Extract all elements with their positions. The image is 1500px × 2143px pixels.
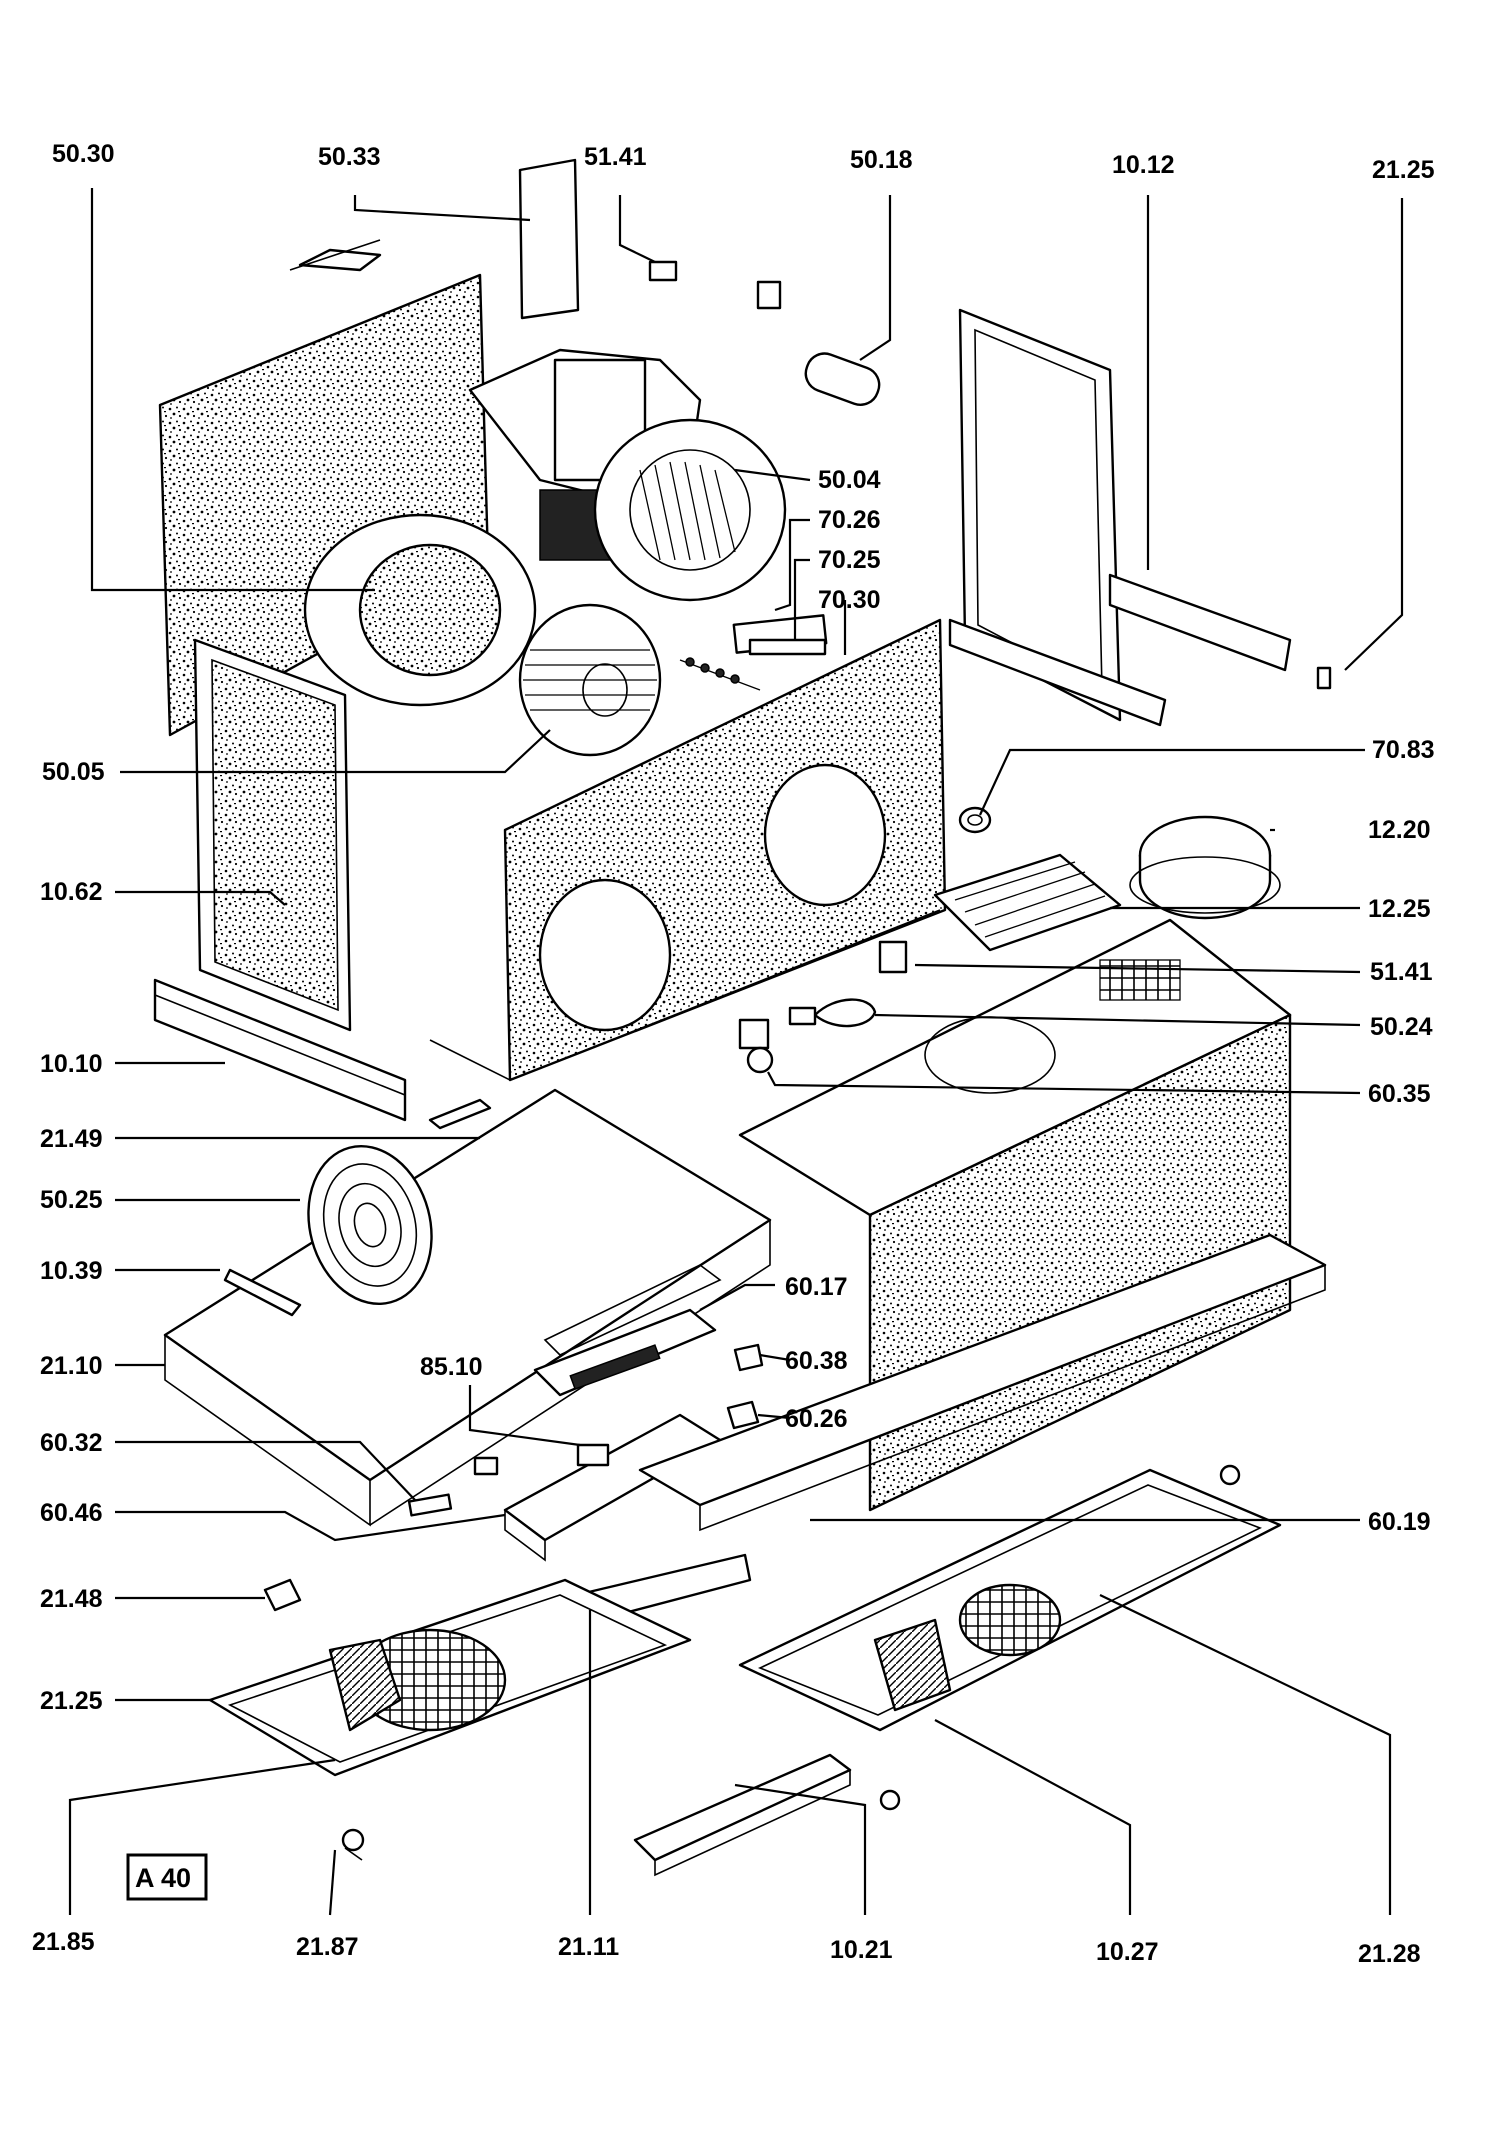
label-10-39: 10.39 [40, 1257, 103, 1285]
label-50-04: 50.04 [818, 466, 881, 494]
bottom-rail [633, 1753, 852, 1862]
label-50-30: 50.30 [52, 140, 115, 168]
label-21-48: 21.48 [40, 1585, 103, 1613]
label-60-17: 60.17 [785, 1273, 848, 1301]
capacitor [804, 352, 881, 406]
label-60-19: 60.19 [1368, 1508, 1431, 1536]
label-50-33: 50.33 [318, 143, 381, 171]
label-10-21: 10.21 [830, 1936, 893, 1964]
label-50-24: 50.24 [1370, 1013, 1433, 1041]
lamp-holder [738, 1018, 770, 1050]
label-60-26: 60.26 [785, 1405, 848, 1433]
label-60-38: 60.38 [785, 1347, 848, 1375]
label-21-87: 21.87 [296, 1933, 359, 1961]
label-10-10: 10.10 [40, 1050, 103, 1078]
label-60-46: 60.46 [40, 1499, 103, 1527]
label-21-10: 21.10 [40, 1352, 103, 1380]
label-51-41-top: 51.41 [584, 143, 647, 171]
label-70-83: 70.83 [1372, 736, 1435, 764]
diagram-tag-text: A 40 [135, 1863, 191, 1893]
switch-bracket [298, 248, 382, 272]
right-side-panel [958, 308, 1122, 722]
lamp-bulb [813, 998, 877, 1028]
label-10-62: 10.62 [40, 878, 103, 906]
label-21-28: 21.28 [1358, 1940, 1421, 1968]
label-85-10: 85.10 [420, 1353, 483, 1381]
part-labels: 50.30 50.33 51.41 50.18 10.12 21.25 50.0… [32, 140, 1435, 1968]
screw-21-87 [341, 1828, 365, 1852]
label-70-26: 70.26 [818, 506, 881, 534]
label-12-25: 12.25 [1368, 895, 1431, 923]
bottom-channel [153, 978, 407, 1122]
label-70-25: 70.25 [818, 546, 881, 574]
small-switch-mid [878, 940, 908, 974]
lower-rail [948, 618, 1167, 727]
diagram-tag: A 40 [126, 1853, 208, 1901]
label-70-30: 70.30 [818, 586, 881, 614]
clip-60-32 [407, 1493, 453, 1517]
screw-10-27 [879, 1789, 901, 1811]
knob-60-26 [726, 1400, 760, 1430]
label-60-32: 60.32 [40, 1429, 103, 1457]
clip-21-48 [263, 1578, 302, 1612]
blower-scroll-right [593, 418, 787, 602]
clip-21-25 [1316, 666, 1332, 690]
knob-60-38 [733, 1343, 764, 1372]
label-21-85: 21.85 [32, 1928, 95, 1956]
label-12-20: 12.20 [1368, 816, 1431, 844]
label-50-25: 50.25 [40, 1186, 103, 1214]
cable-bush [958, 806, 992, 834]
bracket-21-49 [428, 1098, 492, 1130]
label-21-25-top: 21.25 [1372, 156, 1435, 184]
leader-lines [68, 188, 1404, 1916]
label-50-18: 50.18 [850, 146, 913, 174]
motor-bracket [518, 158, 580, 320]
small-switch-top [648, 260, 678, 282]
label-21-11: 21.11 [558, 1933, 619, 1961]
label-10-12: 10.12 [1112, 151, 1175, 179]
label-51-41-mid: 51.41 [1370, 958, 1433, 986]
label-50-05: 50.05 [42, 758, 105, 786]
label-10-27: 10.27 [1096, 1938, 1159, 1966]
label-21-49: 21.49 [40, 1125, 103, 1153]
louvre-grille [933, 853, 1122, 952]
bracket-10-39 [223, 1268, 302, 1317]
label-60-35: 60.35 [1368, 1080, 1431, 1108]
side-rail [1108, 573, 1292, 672]
label-21-25-bot: 21.25 [40, 1687, 103, 1715]
